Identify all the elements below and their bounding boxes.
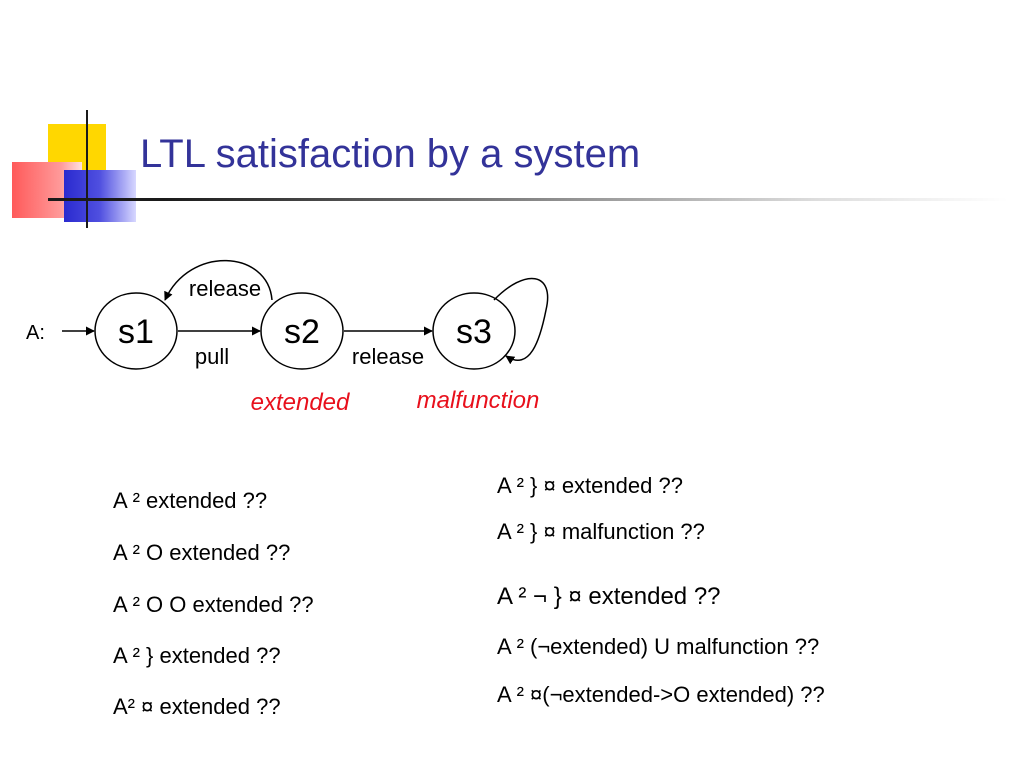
edge-s3-self-loop	[493, 277, 549, 365]
edge-label-release-forward: release	[352, 344, 424, 369]
question-left-5: A² ¤ extended ??	[113, 694, 281, 719]
question-right-3: A ² ¬ } ¤ extended ??	[497, 583, 721, 610]
automaton-label: A:	[26, 322, 45, 344]
state-s2	[260, 292, 344, 370]
state-s1	[94, 292, 178, 370]
decor-vertical-line	[86, 110, 88, 228]
question-right-4: A ² (¬extended) U malfunction ??	[497, 634, 820, 659]
state-s3	[432, 292, 516, 370]
edge-label-pull: pull	[195, 344, 229, 369]
edge-label-release-back: release	[189, 276, 261, 301]
question-left-1: A ² extended ??	[113, 488, 268, 513]
state-s2-label: s2	[284, 313, 320, 351]
state-s3-label: s3	[456, 313, 492, 351]
prop-extended: extended	[251, 389, 350, 416]
question-left-2: A ² O extended ??	[113, 540, 291, 565]
question-left-4: A ² } extended ??	[113, 643, 281, 668]
question-right-5: A ² ¤(¬extended->O extended) ??	[497, 682, 825, 707]
state-s1-label: s1	[118, 313, 154, 351]
question-right-2: A ² } ¤ malfunction ??	[497, 519, 705, 544]
question-right-1: A ² } ¤ extended ??	[497, 473, 683, 498]
slide-title: LTL satisfaction by a system	[140, 132, 641, 176]
prop-malfunction: malfunction	[417, 387, 540, 414]
edge-s2-s1	[164, 259, 273, 301]
decor-blue-square	[64, 170, 136, 222]
automaton-diagram: A: s1 s2 s3 pull release release extende…	[26, 259, 549, 416]
title-underline	[48, 198, 1008, 201]
question-left-3: A ² O O extended ??	[113, 592, 314, 617]
